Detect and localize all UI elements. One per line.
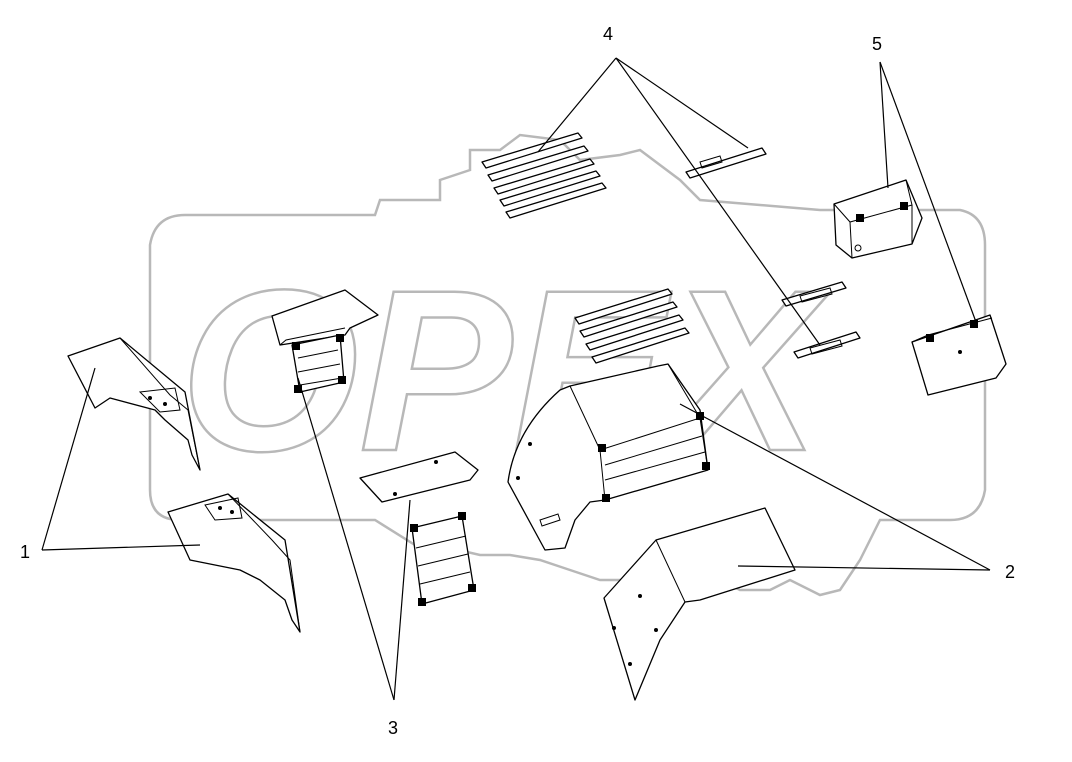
- callout-3: 3: [388, 718, 398, 738]
- part-1-fender-lower: [167, 493, 301, 633]
- leader-2b: [737, 565, 991, 571]
- leader-1b: [41, 544, 201, 551]
- leader-4a: [537, 57, 617, 153]
- leader-lines: [41, 57, 991, 701]
- part-2-panel-upper: [507, 363, 710, 551]
- part-3-step-lower: [359, 451, 479, 606]
- watermark-outline: [148, 133, 987, 597]
- callout-2: 2: [1005, 562, 1015, 582]
- part-4-plates: [685, 147, 861, 359]
- leader-4c: [615, 57, 821, 346]
- callout-labels: 1 2 3 4 5: [20, 24, 1015, 738]
- callout-5: 5: [872, 34, 882, 54]
- part-5-box-upper: [833, 179, 923, 259]
- leader-3b: [393, 499, 411, 701]
- leader-1a: [41, 367, 96, 551]
- callout-1: 1: [20, 542, 30, 562]
- leader-5a: [879, 61, 889, 189]
- callout-4: 4: [603, 24, 613, 44]
- leader-4b: [615, 57, 749, 149]
- watermark-text: OPEX: [180, 242, 831, 499]
- leader-3a: [297, 377, 395, 701]
- part-2-panel-lower: [603, 507, 796, 701]
- leader-5b: [879, 61, 977, 323]
- part-5-box-lower: [911, 314, 1007, 396]
- part-4-grating-lower: [574, 288, 690, 364]
- part-3-step-upper: [271, 289, 379, 393]
- watermark: OPEX: [148, 133, 987, 597]
- part-4-grating-upper: [481, 132, 607, 219]
- leader-2a: [679, 403, 991, 571]
- part-1-fender-upper: [67, 337, 201, 471]
